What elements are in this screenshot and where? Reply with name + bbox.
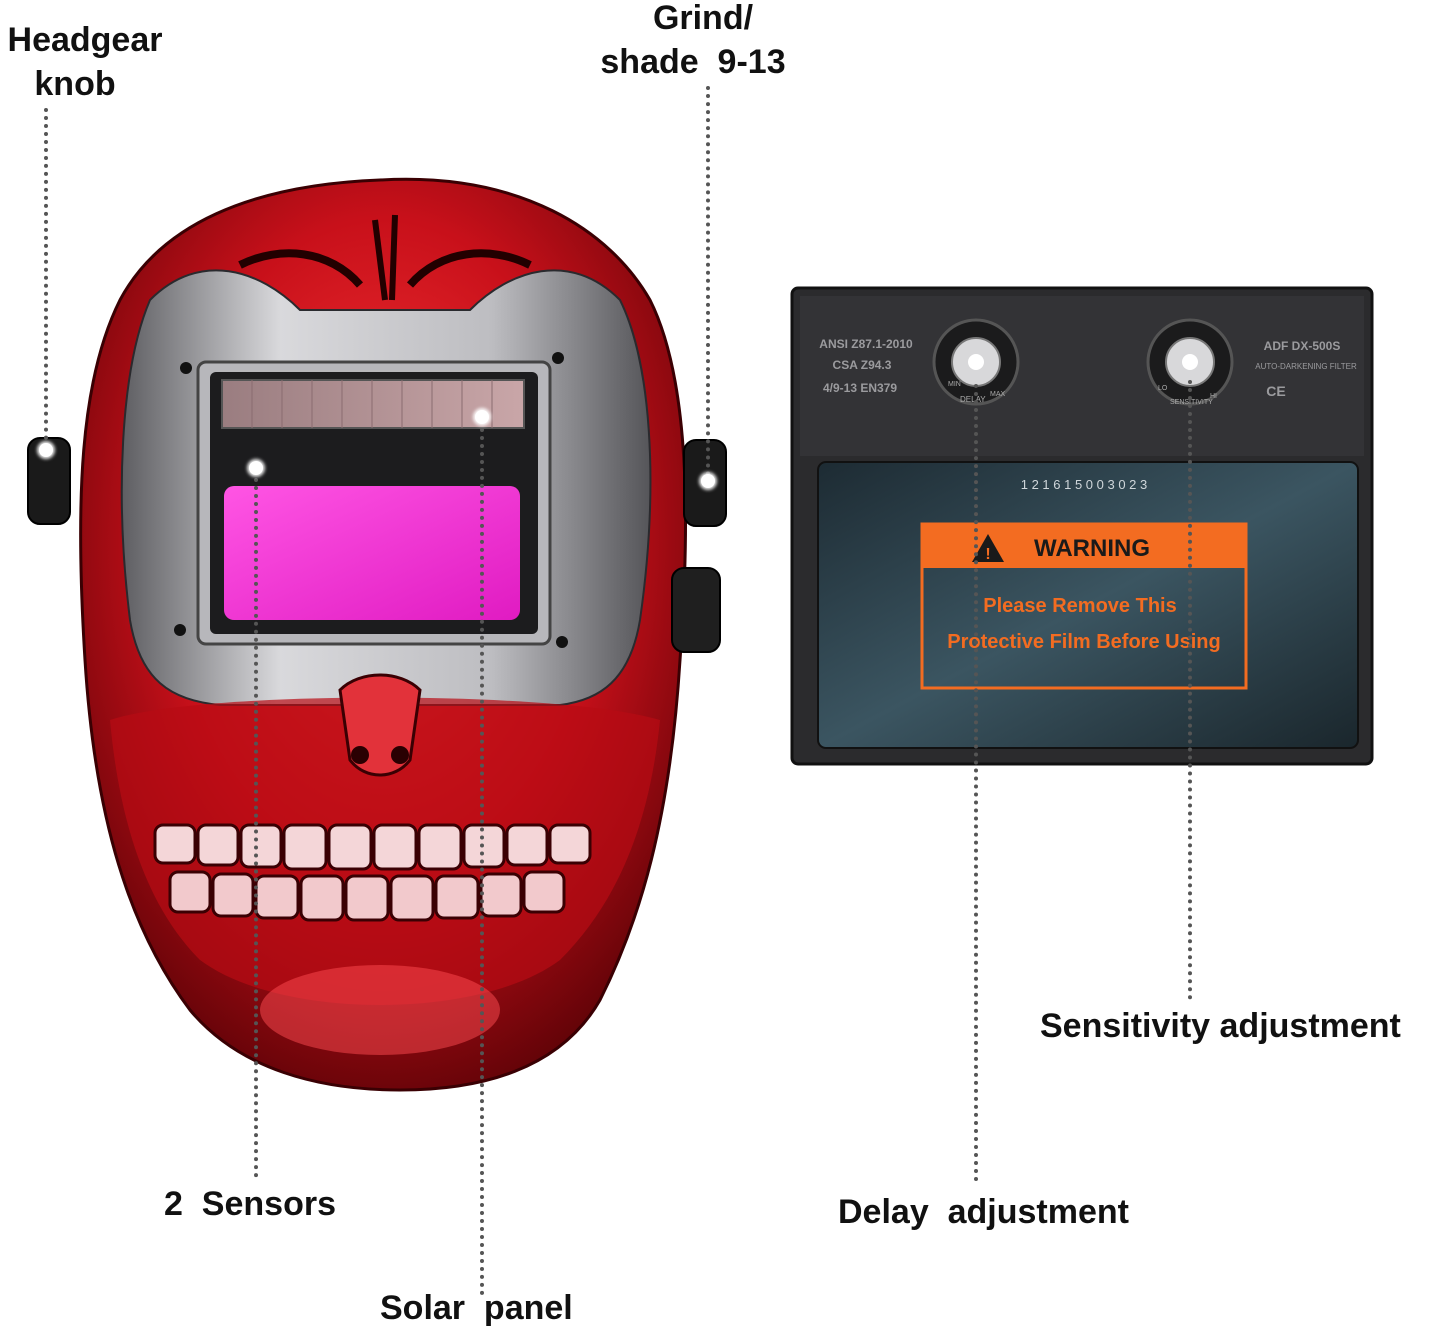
leader-delay bbox=[974, 384, 978, 1182]
solar-panel-label: Solar panel bbox=[380, 1289, 573, 1327]
leader-grind-shade bbox=[706, 86, 710, 476]
delay-min-label: MIN bbox=[948, 381, 961, 388]
viewing-lens bbox=[224, 486, 520, 620]
filter-model: ADF DX-500S bbox=[1264, 339, 1341, 353]
headgear-knob-label-line-1: Headgear bbox=[7, 21, 163, 59]
pin-solar-panel bbox=[475, 410, 489, 424]
filter-cert-line-1: ANSI Z87.1-2010 bbox=[819, 337, 913, 351]
filter-marks: CE bbox=[1266, 383, 1285, 399]
leader-sensors bbox=[254, 470, 258, 1178]
leader-headgear-knob bbox=[44, 108, 48, 448]
headgear-knob-left bbox=[27, 437, 71, 525]
warning-triangle-icon bbox=[972, 534, 1004, 562]
pin-grind-shade bbox=[701, 474, 715, 488]
delay-max-label: MAX bbox=[990, 391, 1006, 398]
warning-line-1: Please Remove This bbox=[983, 595, 1176, 617]
sens-hi-label: HI bbox=[1210, 393, 1217, 400]
grind-shade-label-line-1: Grind/ bbox=[652, 0, 754, 37]
filter-cert-line-2: CSA Z94.3 bbox=[833, 358, 892, 372]
pin-sensor bbox=[249, 461, 263, 475]
grind-shade-label: Grind/ shade 9-13 bbox=[588, 0, 798, 84]
sens-lo-label: LO bbox=[1158, 385, 1168, 392]
headgear-knob-label-line-2: knob bbox=[34, 65, 116, 103]
filter-model-sub: AUTO-DARKENING FILTER bbox=[1255, 362, 1357, 371]
grind-shade-label-line-2: shade 9-13 bbox=[600, 43, 786, 81]
warning-line-2: Protective Film Before Using bbox=[947, 631, 1220, 653]
solar-strip bbox=[221, 379, 525, 429]
pin-headgear-knob bbox=[39, 443, 53, 457]
delay-adjustment-label: Delay adjustment bbox=[838, 1193, 1129, 1231]
warning-title: WARNING bbox=[1034, 535, 1150, 562]
svg-text:!: ! bbox=[985, 546, 990, 563]
sensors-label: 2 Sensors bbox=[164, 1185, 336, 1223]
leader-sensitivity bbox=[1188, 380, 1192, 1000]
filter-serial: 1 2 1 6 1 5 0 0 3 0 2 3 bbox=[1021, 477, 1148, 492]
grind-knob bbox=[671, 567, 721, 653]
delay-dial-label: DELAY bbox=[960, 395, 986, 404]
headgear-knob-label: Headgear knob bbox=[0, 18, 170, 106]
sensitivity-adjustment-label: Sensitivity adjustment bbox=[1040, 1007, 1401, 1045]
filter-cert-line-3: 4/9-13 EN379 bbox=[823, 381, 897, 395]
leader-solar-panel bbox=[480, 420, 484, 1296]
